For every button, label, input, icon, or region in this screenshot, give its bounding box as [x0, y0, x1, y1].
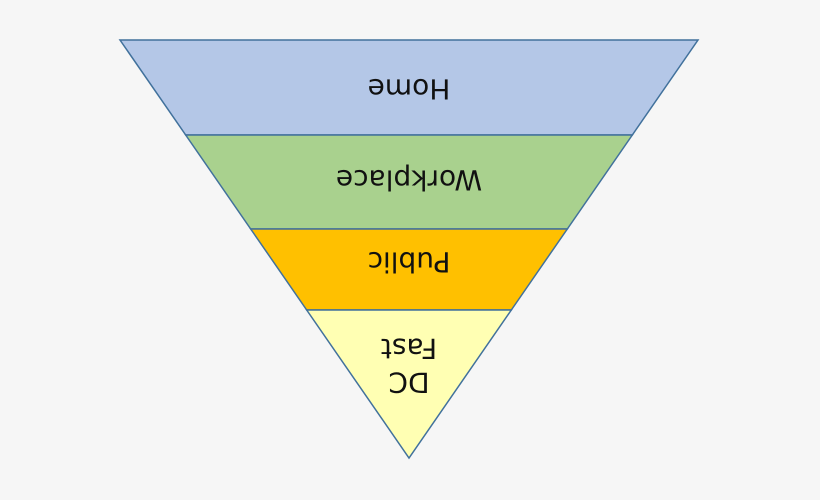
layer-dc-fast [305, 309, 513, 460]
layer-label-dc-fast: DC Fast [380, 332, 438, 400]
layer-label-public: Public [367, 245, 451, 279]
layer-label-home: Home [367, 72, 451, 106]
layer-label-workplace: Workplace [335, 163, 483, 197]
